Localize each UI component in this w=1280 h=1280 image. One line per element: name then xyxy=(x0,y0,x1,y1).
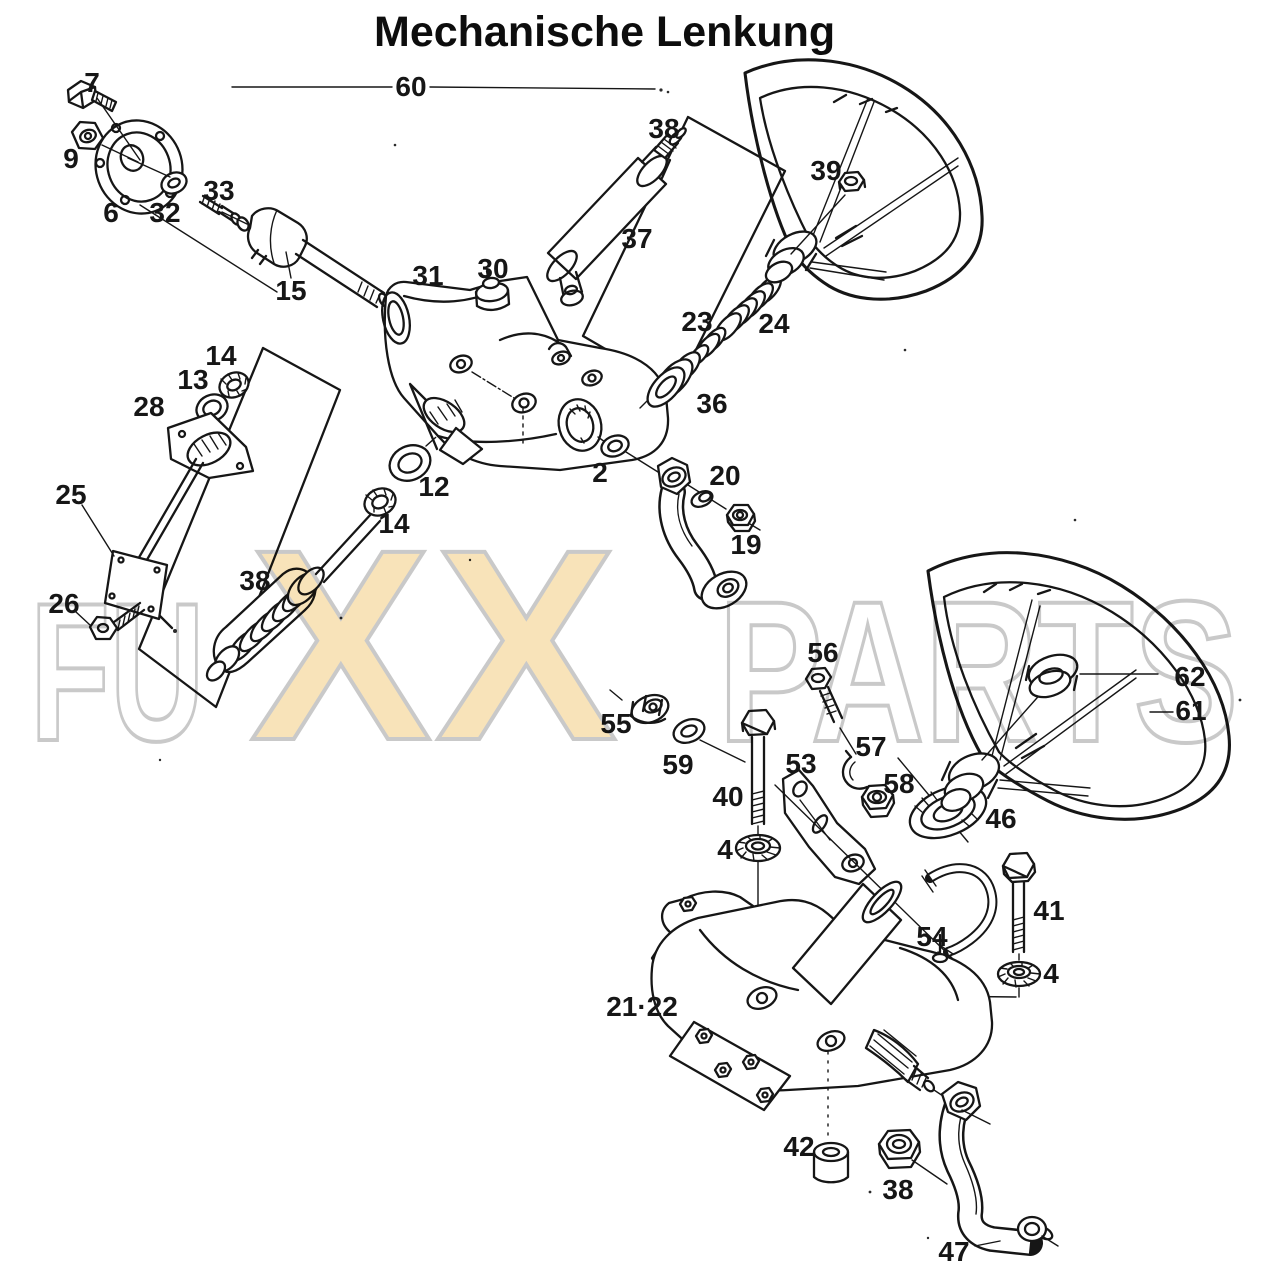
bolt-41 xyxy=(927,851,1037,998)
part-label-40: 40 xyxy=(712,781,743,812)
part-label-21-22: 21·22 xyxy=(606,991,678,1022)
clip-57 xyxy=(841,749,869,790)
part-label-60: 60 xyxy=(395,71,426,102)
part-label-4a: 4 xyxy=(717,834,733,865)
cone-washer-20 xyxy=(690,489,714,509)
page-title: Mechanische Lenkung xyxy=(374,8,836,56)
part-label-7: 7 xyxy=(84,67,100,98)
part-label-28: 28 xyxy=(133,391,164,422)
lock-washer-4-left xyxy=(734,833,782,863)
worm-gear-38 xyxy=(205,511,382,682)
coupling-15 xyxy=(246,207,391,309)
steering-gearbox-31 xyxy=(381,275,670,472)
part-label-19: 19 xyxy=(730,529,761,560)
nut-55 xyxy=(609,689,670,725)
part-label-41: 41 xyxy=(1033,895,1064,926)
frame-boxes xyxy=(137,86,787,709)
part-label-15: 15 xyxy=(275,275,306,306)
lock-washer-4-right xyxy=(996,960,1042,988)
nut-19 xyxy=(725,503,757,533)
part-label-4b: 4 xyxy=(1043,958,1059,989)
bolt-26 xyxy=(75,601,146,641)
part-label-46: 46 xyxy=(985,803,1016,834)
part-label-25: 25 xyxy=(55,479,86,510)
part-label-59: 59 xyxy=(662,749,693,780)
part-label-53: 53 xyxy=(785,748,816,779)
nut-58 xyxy=(860,783,896,819)
part-label-32: 32 xyxy=(149,197,180,228)
cap-30 xyxy=(474,269,511,312)
part-label-61: 61 xyxy=(1175,695,1206,726)
pitman-arm-47 xyxy=(938,1080,1059,1256)
part-label-55: 55 xyxy=(600,708,631,739)
cover-plate-6 xyxy=(94,119,184,215)
nut-39 xyxy=(790,170,867,255)
part-label-38b: 38 xyxy=(239,565,270,596)
part-label-13: 13 xyxy=(177,364,208,395)
part-label-31: 31 xyxy=(412,260,443,291)
part-label-42: 42 xyxy=(783,1131,814,1162)
part-label-30: 30 xyxy=(477,253,508,284)
splined-shaft-lower xyxy=(864,1028,947,1099)
rod-and-plate-25 xyxy=(81,457,205,633)
bracket-53 xyxy=(781,768,877,886)
steering-wheel-upper xyxy=(743,58,984,301)
steering-wheel-lower xyxy=(926,551,1231,821)
part-label-58: 58 xyxy=(883,768,914,799)
part-label-14a: 14 xyxy=(205,340,237,371)
part-label-14b: 14 xyxy=(378,508,410,539)
steering-column-37 xyxy=(546,127,687,307)
part-label-20: 20 xyxy=(709,460,740,491)
column-tube-lower xyxy=(791,880,903,1006)
seal-cup-36 xyxy=(646,351,701,408)
washer-32 xyxy=(160,171,188,195)
part-label-39: 39 xyxy=(810,155,841,186)
gasket-plate-28 xyxy=(166,411,255,480)
leader-lines-top-left xyxy=(96,97,292,293)
part-label-33: 33 xyxy=(203,175,234,206)
part-label-9: 9 xyxy=(63,143,79,174)
part-label-38a: 38 xyxy=(648,113,679,144)
part-label-23: 23 xyxy=(681,306,712,337)
part-label-47: 47 xyxy=(938,1236,969,1267)
part-label-26: 26 xyxy=(48,588,79,619)
part-label-6: 6 xyxy=(103,197,119,228)
part-label-56: 56 xyxy=(807,637,838,668)
bushing-42 xyxy=(812,1051,850,1184)
part-label-54: 54 xyxy=(916,921,948,952)
part-label-2: 2 xyxy=(592,457,608,488)
pitman-arm-upper xyxy=(656,456,761,610)
nut-38-lower xyxy=(877,1128,948,1185)
side-plate-lower xyxy=(668,1020,792,1112)
bolt-56 xyxy=(804,666,857,755)
washer-59 xyxy=(672,718,746,763)
part-label-36: 36 xyxy=(696,388,727,419)
part-label-12: 12 xyxy=(418,471,449,502)
part-label-37: 37 xyxy=(621,223,652,254)
axis-line-lower xyxy=(774,784,953,959)
bearing-12 xyxy=(388,420,455,482)
seal-2 xyxy=(597,434,659,473)
part-label-38c: 38 xyxy=(882,1174,913,1205)
paper-speckles xyxy=(158,143,1242,1240)
bolt-7 xyxy=(66,79,118,113)
bearing-14-lower xyxy=(363,487,397,517)
part-label-57: 57 xyxy=(855,731,886,762)
horn-cap-62 xyxy=(981,653,1174,761)
part-label-24: 24 xyxy=(758,308,790,339)
part-label-62: 62 xyxy=(1174,661,1205,692)
u-bolt-54 xyxy=(921,863,998,961)
